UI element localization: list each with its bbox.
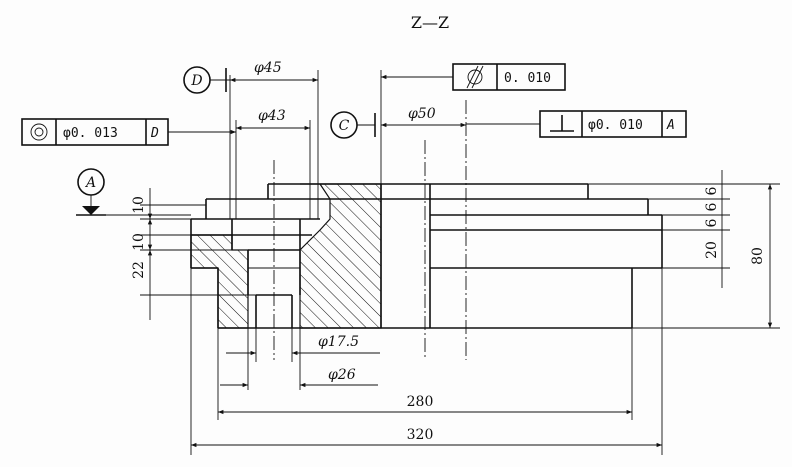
dim-320: 320 — [407, 427, 434, 443]
cylindricity-frame: 0. 010 — [381, 63, 566, 91]
center-lines — [273, 100, 467, 360]
dim-height-10-mid: 10 — [131, 233, 147, 251]
perpendicularity-value: φ0. 010 — [588, 118, 643, 133]
extension-lines — [140, 70, 780, 455]
section-label: Z—Z — [411, 13, 449, 32]
dim-phi43: φ43 — [258, 108, 286, 124]
dimension-labels: φ45 φ43 φ50 φ17.5 φ26 280 320 10 10 22 6… — [131, 60, 766, 443]
dim-280: 280 — [407, 394, 434, 410]
coaxiality-frame: φ0. 013 D — [21, 118, 236, 146]
perpendicularity-frame: φ0. 010 A — [466, 110, 687, 138]
perpendicularity-symbol-icon — [550, 115, 574, 132]
coaxiality-symbol-icon — [30, 123, 48, 141]
coaxiality-datum: D — [150, 126, 159, 141]
datum-d-label: D — [190, 73, 202, 89]
section-hatching — [190, 183, 382, 329]
datum-d: D — [183, 66, 230, 94]
dim-right-6-b: 6 — [704, 202, 720, 211]
dim-phi26: φ26 — [328, 367, 356, 383]
dim-right-80: 80 — [750, 247, 766, 265]
dim-phi50: φ50 — [408, 106, 436, 122]
dim-right-6-c: 6 — [704, 218, 720, 227]
dim-height-22: 22 — [131, 261, 147, 279]
dim-right-20: 20 — [704, 241, 720, 259]
datum-a: A — [76, 168, 191, 216]
datum-c: C — [330, 111, 376, 139]
dim-height-10-top: 10 — [131, 196, 147, 214]
coaxiality-value: φ0. 013 — [63, 126, 118, 141]
dim-phi17-5: φ17.5 — [318, 334, 359, 350]
dim-right-6-a: 6 — [704, 186, 720, 195]
dimension-lines — [147, 77, 773, 448]
part-outline — [190, 183, 663, 329]
datum-a-label: A — [84, 175, 96, 191]
dim-phi45: φ45 — [254, 60, 282, 76]
cylindricity-symbol-icon — [466, 65, 484, 89]
cylindricity-value: 0. 010 — [504, 71, 551, 86]
datum-c-label: C — [339, 118, 350, 134]
perpendicularity-datum: A — [666, 118, 675, 133]
